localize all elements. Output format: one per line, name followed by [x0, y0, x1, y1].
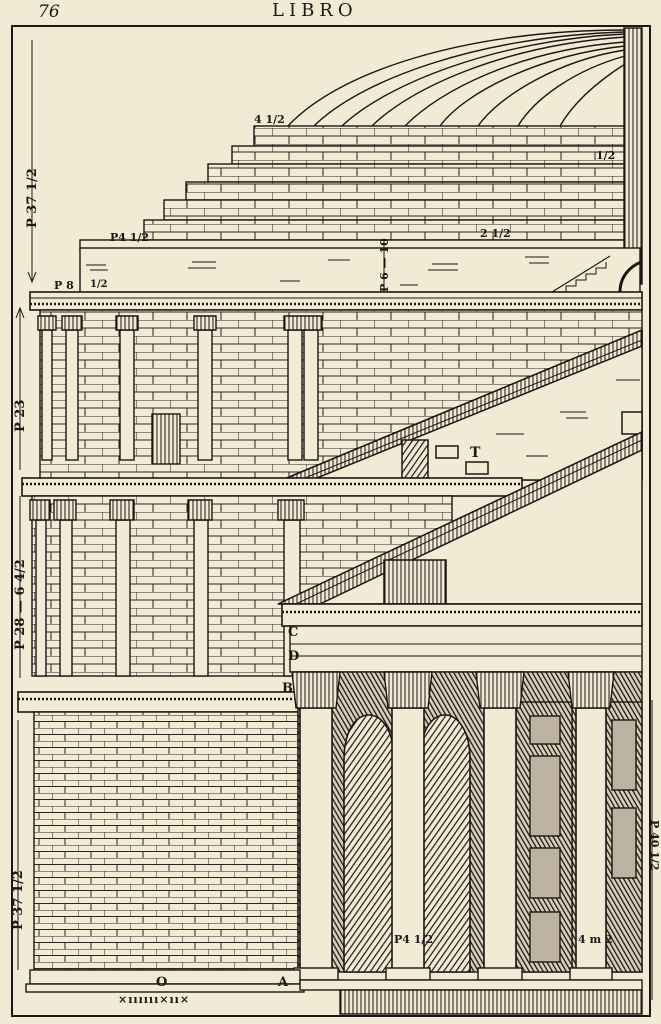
dim-column-p4: P4 1/2	[394, 933, 434, 946]
dim-p37-bottom: P 37 1/2	[11, 870, 26, 930]
dim-upper-step: 2 1/2	[480, 227, 511, 240]
portico-stylobate	[299, 979, 643, 991]
upper-pilasters	[37, 315, 323, 461]
dim-p23: P 23	[13, 399, 28, 432]
dim-p6: P 6 — 10	[378, 238, 391, 292]
stepped-rings	[79, 125, 641, 295]
dim-p37-top: P 37 1/2	[25, 168, 40, 228]
dim-column-4m2: 4 m 2	[578, 933, 613, 946]
bronze-doors	[515, 701, 643, 973]
letter-o: O	[156, 975, 168, 990]
attic-bricks	[86, 255, 643, 293]
plate-frame	[11, 25, 651, 1017]
dim-step-height: 1/2	[596, 149, 616, 162]
dim-p28: P 28 — 6 4/2	[13, 559, 28, 650]
letter-c: C	[288, 625, 299, 640]
front-pediment	[277, 430, 643, 605]
letter-a: A	[278, 975, 289, 990]
upper-door	[151, 413, 181, 465]
lower-storey-wall	[33, 711, 299, 971]
scale-bar: ×ıııııı×ıı×	[118, 993, 191, 1006]
letter-d: D	[288, 649, 300, 664]
dim-p40: P 40 1/2	[648, 820, 661, 871]
dome	[287, 29, 626, 127]
portico-cornice	[281, 603, 643, 627]
column-bases	[293, 967, 613, 981]
column-capitals	[291, 671, 615, 709]
dimension-lines	[15, 40, 653, 1000]
portico-frieze	[289, 625, 643, 673]
arch-niche-left	[343, 714, 395, 973]
dim-half: 1/2	[90, 279, 108, 290]
upper-cornice	[29, 291, 643, 311]
dim-p4: P4 1/2	[110, 231, 150, 244]
dim-p8: P 8	[54, 279, 74, 292]
dim-dome-step: 4 1/2	[254, 113, 285, 126]
lower-cornice	[17, 691, 301, 713]
letter-t: T	[470, 445, 481, 461]
middle-cornice	[21, 477, 523, 497]
upper-pediment	[281, 328, 643, 481]
page-number: 76	[38, 2, 60, 22]
letter-b: B	[282, 681, 293, 696]
portico-steps	[339, 989, 643, 1015]
dome-edge-wall	[623, 27, 643, 285]
running-head: LIBRO	[272, 0, 358, 21]
